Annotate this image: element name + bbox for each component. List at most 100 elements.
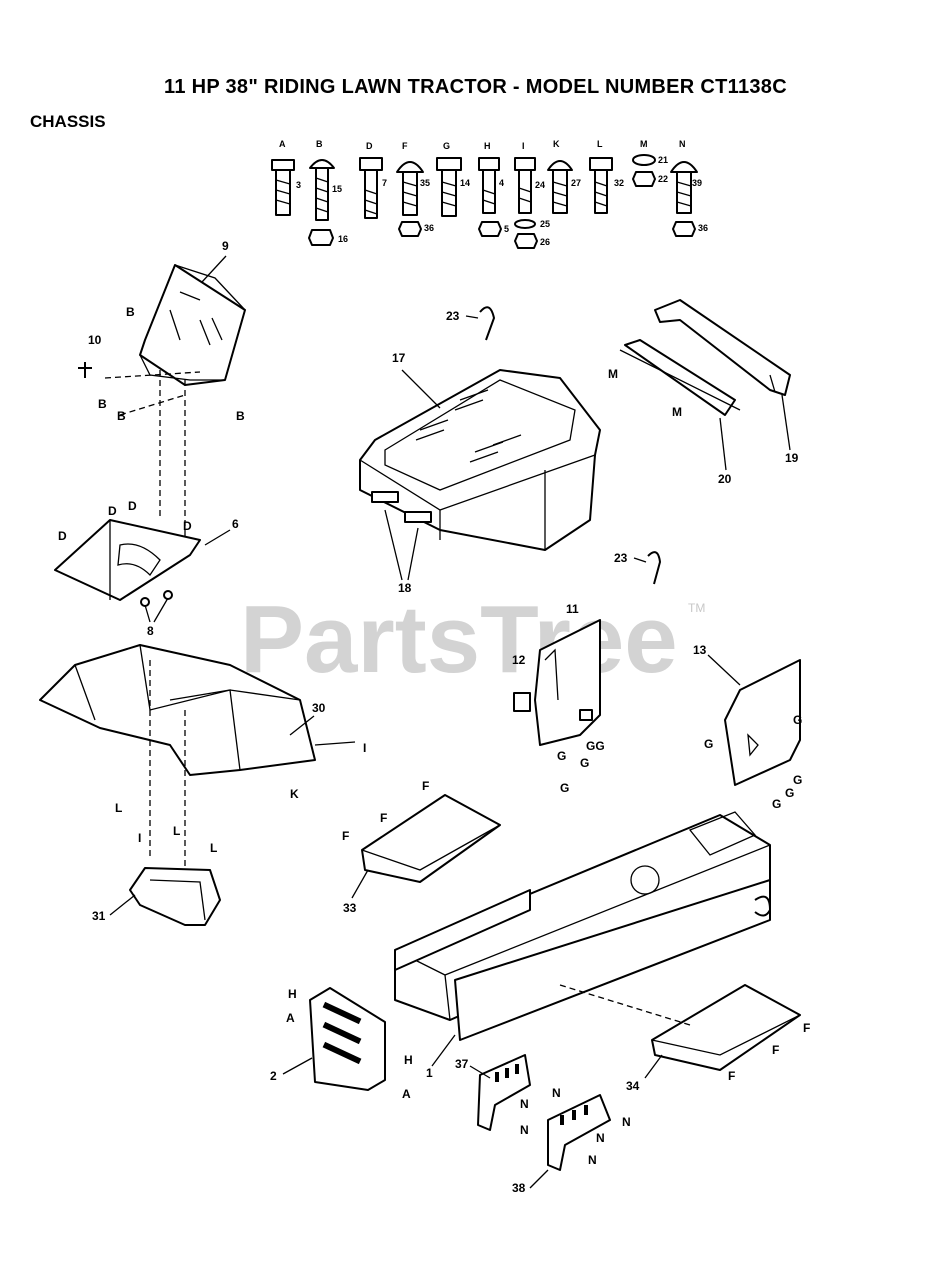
footrest-left[interactable]: [361, 794, 501, 883]
callout-10: 10: [88, 333, 102, 347]
letter-m-1: M: [608, 367, 618, 381]
callout-38: 38: [512, 1181, 526, 1195]
hairpin-23-a[interactable]: [479, 306, 495, 341]
callout-20: 20: [718, 472, 732, 486]
svg-text:39: 39: [692, 178, 702, 188]
letter-g-4: G: [793, 713, 802, 727]
side-panel-right[interactable]: [724, 659, 801, 786]
callout-31: 31: [92, 909, 106, 923]
callout-1: 1: [426, 1066, 433, 1080]
hardware-bolt-d[interactable]: D 7: [359, 141, 387, 219]
callout-2: 2: [270, 1069, 277, 1083]
hardware-bolt-i[interactable]: I 24 25 26: [514, 141, 550, 249]
svg-text:21: 21: [658, 155, 668, 165]
page-title: 11 HP 38" RIDING LAWN TRACTOR - MODEL NU…: [164, 76, 787, 98]
letter-g-5: G: [704, 737, 713, 751]
svg-text:7: 7: [382, 178, 387, 188]
side-panel-left[interactable]: [534, 619, 601, 746]
letter-g-3: G: [560, 781, 569, 795]
callout-9: 9: [222, 239, 229, 253]
svg-text:D: D: [366, 141, 373, 151]
svg-text:4: 4: [499, 178, 504, 188]
hardware-row: A 3 B 15 16 D 7 F: [271, 139, 708, 249]
letter-n-3: N: [520, 1123, 529, 1137]
callout-23-b: 23: [614, 551, 628, 565]
letter-b-4: B: [236, 409, 245, 423]
letter-l-1: L: [115, 801, 122, 815]
bumper-bracket[interactable]: [619, 299, 791, 416]
letter-m-2: M: [672, 405, 682, 419]
hardware-bolt-l[interactable]: L 32: [589, 139, 624, 214]
svg-text:36: 36: [698, 223, 708, 233]
hood-assembly[interactable]: [359, 369, 601, 551]
svg-text:M: M: [640, 139, 648, 149]
clip-10[interactable]: [78, 362, 92, 378]
decal-12[interactable]: [513, 692, 531, 712]
callout-33: 33: [343, 901, 357, 915]
letter-i-1: I: [363, 741, 366, 755]
callout-17: 17: [392, 351, 406, 365]
svg-text:3: 3: [296, 180, 301, 190]
footrest-right[interactable]: [559, 984, 801, 1071]
letter-f-5: F: [772, 1043, 779, 1057]
watermark: PartsTree: [240, 586, 678, 693]
letter-a-1: A: [286, 1011, 295, 1025]
hairpin-23-b[interactable]: [647, 551, 661, 585]
svg-text:16: 16: [338, 234, 348, 244]
bracket-38[interactable]: [547, 1094, 611, 1171]
hardware-bolt-b[interactable]: B 15 16: [308, 139, 348, 246]
letter-n-1: N: [552, 1086, 561, 1100]
letter-h-2: H: [404, 1053, 413, 1067]
svg-text:H: H: [484, 141, 491, 151]
letter-d-1: D: [58, 529, 67, 543]
letter-g-6: G: [793, 773, 802, 787]
svg-text:25: 25: [540, 219, 550, 229]
svg-text:15: 15: [332, 184, 342, 194]
letter-gg: GG: [586, 739, 605, 753]
svg-text:K: K: [553, 139, 560, 149]
svg-text:27: 27: [571, 178, 581, 188]
dash-panel-assembly[interactable]: [104, 264, 246, 560]
main-frame[interactable]: [394, 811, 771, 1041]
callout-6: 6: [232, 517, 239, 531]
letter-g-2: G: [580, 756, 589, 770]
section-heading: CHASSIS: [30, 112, 106, 131]
fender[interactable]: [39, 644, 356, 880]
letter-b-3: B: [117, 409, 126, 423]
front-grille[interactable]: [309, 987, 386, 1091]
callout-18: 18: [398, 581, 412, 595]
watermark-trademark: TM: [688, 601, 705, 615]
fastener-8b[interactable]: [163, 590, 173, 600]
callout-19: 19: [785, 451, 799, 465]
bracket-37[interactable]: [477, 1054, 531, 1131]
svg-text:N: N: [679, 139, 686, 149]
letter-d-2: D: [108, 504, 117, 518]
hardware-washer-nut-m[interactable]: M 21 22: [632, 139, 668, 187]
callout-34: 34: [626, 1079, 640, 1093]
letter-n-6: N: [588, 1153, 597, 1167]
svg-text:24: 24: [535, 180, 545, 190]
callout-37: 37: [455, 1057, 469, 1071]
callout-11: 11: [566, 602, 579, 616]
hardware-bolt-a[interactable]: A 3: [271, 139, 301, 216]
fastener-8a[interactable]: [140, 597, 150, 607]
hardware-bolt-k[interactable]: K 27: [547, 139, 581, 214]
svg-text:32: 32: [614, 178, 624, 188]
seat-bracket[interactable]: [129, 867, 221, 926]
letter-n-2: N: [520, 1097, 529, 1111]
letter-f-1: F: [422, 779, 429, 793]
letter-g-1: G: [557, 749, 566, 763]
svg-text:A: A: [279, 139, 286, 149]
hardware-bolt-h[interactable]: H 4 5: [478, 141, 509, 237]
letter-f-4: F: [803, 1021, 810, 1035]
callout-30: 30: [312, 701, 326, 715]
hardware-bolt-g[interactable]: G 14: [436, 141, 470, 217]
letter-d-3: D: [128, 499, 137, 513]
letter-f-6: F: [728, 1069, 735, 1083]
hardware-bolt-n[interactable]: N 39 36: [670, 139, 708, 237]
svg-text:B: B: [316, 139, 323, 149]
hardware-bolt-f[interactable]: F 35 36: [396, 141, 434, 237]
shift-plate[interactable]: [54, 519, 201, 601]
letter-n-5: N: [596, 1131, 605, 1145]
svg-text:22: 22: [658, 174, 668, 184]
